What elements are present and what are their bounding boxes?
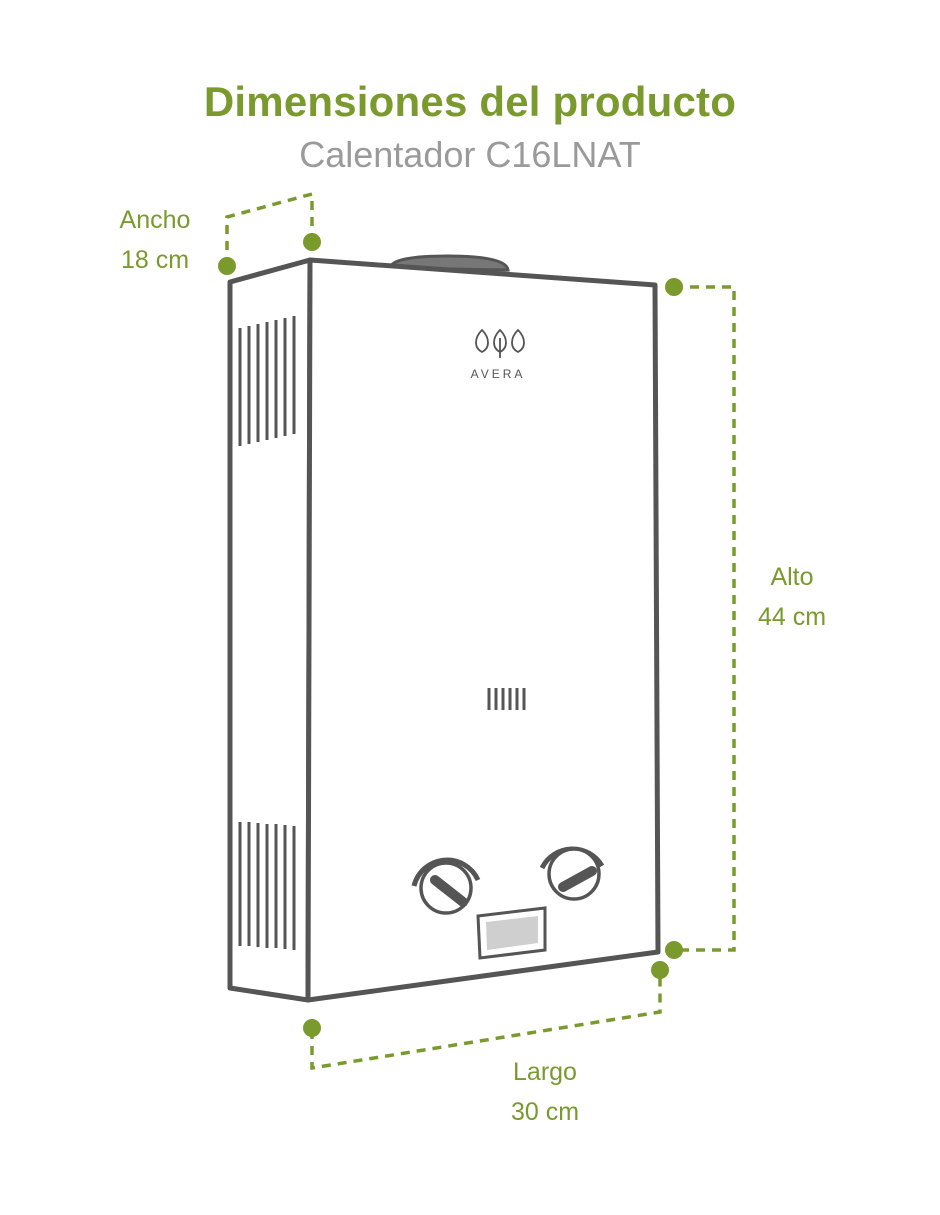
front-vent [487, 688, 526, 710]
length-name: Largo [513, 1058, 577, 1086]
height-name: Alto [770, 563, 814, 591]
height-marker-top [665, 278, 683, 296]
page-title: Dimensiones del producto [203, 78, 737, 125]
length-marker-right [651, 961, 669, 979]
length-dimension-line [310, 972, 662, 1071]
width-dimension-line [225, 191, 314, 266]
width-label: Ancho 18 cm [100, 200, 210, 280]
side-vent-top [238, 316, 296, 446]
height-label: Alto 44 cm [737, 557, 847, 637]
width-marker-right [303, 233, 321, 251]
right-control-knob [539, 846, 605, 901]
height-marker-bottom [665, 941, 683, 959]
width-name: Ancho [119, 206, 191, 234]
width-marker-left [218, 257, 236, 275]
height-value: 44 cm [757, 603, 827, 631]
brand-text: AVERA [471, 367, 526, 381]
side-vent-bottom [238, 822, 296, 950]
height-dimension-line [674, 285, 736, 952]
width-value: 18 cm [120, 246, 190, 274]
heater-front-panel [305, 257, 661, 1003]
product-subtitle: Calentador C16LNAT [299, 134, 641, 175]
length-value: 30 cm [510, 1098, 580, 1126]
length-marker-left [303, 1019, 321, 1037]
temperature-display [476, 906, 547, 960]
leaf-logo-icon [475, 328, 525, 358]
left-control-knob [411, 857, 481, 915]
length-label: Largo 30 cm [490, 1052, 600, 1132]
heater-side-panel [227, 257, 313, 1003]
